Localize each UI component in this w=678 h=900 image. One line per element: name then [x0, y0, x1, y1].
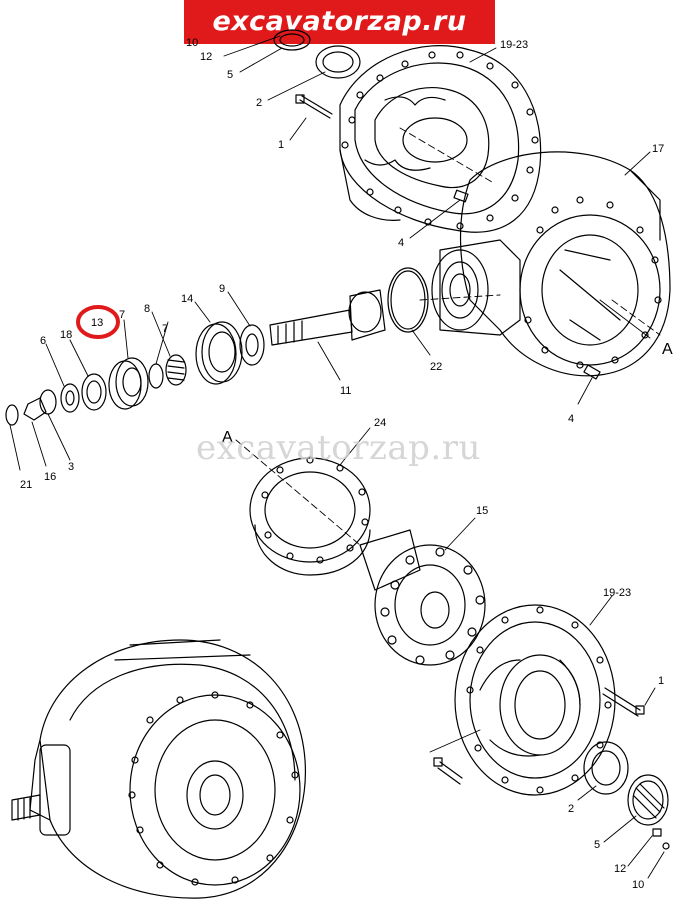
planet-carrier-15	[359, 529, 486, 666]
callout-10-top: 10	[186, 37, 198, 49]
top-seal-ring	[315, 45, 361, 79]
main-housing-top	[431, 151, 671, 377]
callout-11: 11	[340, 385, 351, 397]
bottom-bolt-right	[602, 687, 645, 717]
callout-a-mid: A	[222, 429, 233, 446]
callout-8: 8	[144, 303, 150, 315]
callout-14: 14	[181, 293, 193, 305]
bearing-14	[195, 321, 243, 385]
callout-15: 15	[476, 505, 488, 517]
callout-1-top: 1	[278, 139, 284, 151]
callout-19-23-bottom: 19-23	[603, 587, 631, 599]
callout-21: 21	[20, 479, 32, 491]
spring-8	[165, 354, 187, 386]
nut-16	[23, 397, 47, 421]
callout-18: 18	[60, 329, 72, 341]
callout-5-bottom: 5	[594, 839, 600, 851]
callout-3: 3	[68, 461, 74, 473]
bottom-seal-ring	[583, 741, 629, 795]
housing-pin-right	[583, 364, 601, 380]
callout-17: 17	[652, 143, 664, 155]
leader-lines	[9, 35, 665, 879]
callout-5-top: 5	[227, 69, 233, 81]
washer-6	[60, 383, 80, 413]
callout-1-bottom: 1	[658, 675, 664, 687]
washer-7	[148, 363, 164, 389]
top-bolt	[295, 94, 333, 119]
input-shaft	[269, 289, 386, 346]
callout-9: 9	[219, 283, 225, 295]
ring-gear-24	[249, 456, 371, 576]
top-housing-cover	[339, 45, 542, 233]
callout-7b: 7	[162, 323, 168, 335]
callout-2-bottom: 2	[568, 803, 574, 815]
callout-4-mid: 4	[398, 237, 404, 249]
highlight-circle-13	[76, 305, 120, 339]
callout-12-bottom: 12	[614, 863, 626, 875]
bottom-small-plate	[652, 828, 670, 850]
callout-6: 6	[40, 335, 46, 347]
callout-24: 24	[374, 417, 386, 429]
callout-a-right: A	[662, 341, 673, 358]
callout-labels: 10 12 5 2 1 19-23 17 4 A 4 22 11 9 14 8 …	[20, 37, 673, 891]
ring-3	[39, 389, 57, 415]
site-banner: excavatorzap.ru	[184, 0, 495, 44]
bottom-bolt-left	[433, 757, 463, 785]
snap-ring-21	[5, 404, 19, 426]
callout-13: 13	[91, 317, 103, 329]
callout-19-23-top: 19-23	[500, 39, 528, 51]
callout-16: 16	[44, 471, 56, 483]
bearing-13	[108, 357, 149, 410]
top-bearing-ring	[273, 29, 311, 51]
callout-2-top: 2	[256, 97, 262, 109]
ring-18	[81, 373, 107, 411]
callout-22: 22	[430, 361, 442, 373]
centerline-dashes	[235, 127, 661, 546]
bottom-housing-cover	[454, 604, 616, 796]
callout-7: 7	[119, 309, 125, 321]
assembled-final-drive	[11, 639, 307, 899]
callout-4-right: 4	[568, 413, 574, 425]
washer-9	[239, 324, 265, 366]
callout-12-top: 12	[200, 51, 212, 63]
watermark-text: excavatorzap.ru	[196, 428, 481, 468]
callout-10-bottom: 10	[632, 879, 644, 891]
bottom-bearing-ring	[627, 774, 669, 826]
